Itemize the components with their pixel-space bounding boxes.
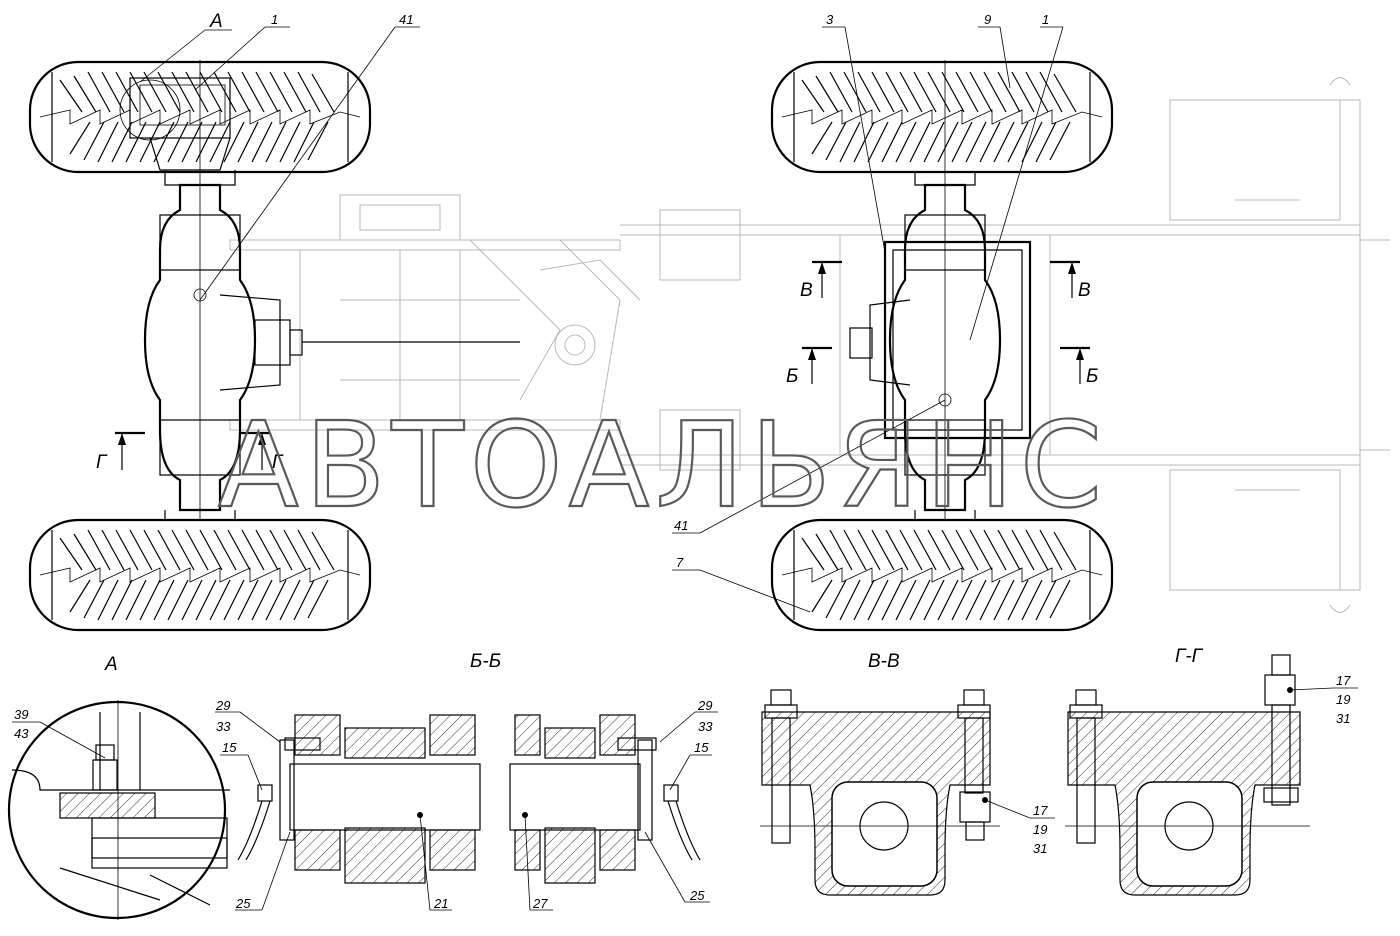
callout-17-vv: 17 [1033,803,1048,818]
detail-a-marker: А [119,11,232,141]
cut-label-g-right: Г [272,452,284,473]
callout-15-left: 15 [222,740,237,755]
callout-43: 43 [14,726,29,741]
callout-21: 21 [433,896,448,911]
callout-1-left: 1 [271,12,278,27]
callout-27: 27 [532,896,548,911]
view-title-gg: Г-Г [1175,646,1204,667]
callout-9: 9 [984,12,991,27]
right-rear-tire [770,518,1114,632]
callout-15-right: 15 [694,740,709,755]
callout-19-vv: 19 [1033,822,1047,837]
callout-25-left: 25 [235,896,251,911]
detail-a-label-top: А [209,11,223,32]
section-gg-view: 17 19 31 [1065,654,1358,896]
callout-33-right: 33 [698,719,713,734]
callout-19-gg: 19 [1336,692,1350,707]
watermark: АВТОАЛЬЯНС [218,396,1108,534]
left-axle-assembly [28,60,520,632]
cut-label-g-left: Г [96,452,108,473]
callout-25-right: 25 [689,888,705,903]
detail-a-view: 39 43 [7,700,230,920]
cut-label-b-right: Б [1086,366,1098,387]
left-rear-tire [28,518,372,632]
frame-background [229,77,1390,613]
callout-31-vv: 31 [1033,841,1047,856]
view-title-bb: Б-Б [470,651,501,672]
cut-mark-g-left: Г [96,431,145,473]
right-front-tire [770,60,1114,174]
cut-label-v-left: В [800,280,813,301]
cut-mark-b-right: Б [1060,346,1098,387]
callout-39: 39 [14,707,28,722]
callout-29-right: 29 [697,698,712,713]
cut-label-b-left: Б [786,366,798,387]
view-title-vv: В-В [868,651,900,672]
main-view-callouts: 1 41 3 9 1 41 7 [194,12,1064,613]
callout-31-gg: 31 [1336,711,1350,726]
callout-41-right: 41 [674,518,688,533]
callout-7: 7 [676,555,684,570]
section-bb-view: 15 29 33 25 21 27 25 15 29 33 [215,698,718,911]
callout-1-right: 1 [1042,12,1049,27]
callout-33-left: 33 [216,719,231,734]
section-vv-view: 17 19 31 [760,689,1055,896]
callout-17-gg: 17 [1336,673,1351,688]
cut-marks: Г Г В В Б Б [96,11,1098,473]
right-axle-assembly [770,60,1114,632]
cut-mark-v-left: В [800,260,842,301]
callout-29-left: 29 [215,698,230,713]
callout-41-left: 41 [399,12,413,27]
view-title-a: А [104,654,118,675]
cut-mark-g-right: Г [240,431,284,473]
callout-3: 3 [826,12,834,27]
cut-mark-v-right: В [1050,260,1091,301]
cut-label-v-right: В [1078,280,1091,301]
cut-mark-b-left: Б [786,346,832,387]
